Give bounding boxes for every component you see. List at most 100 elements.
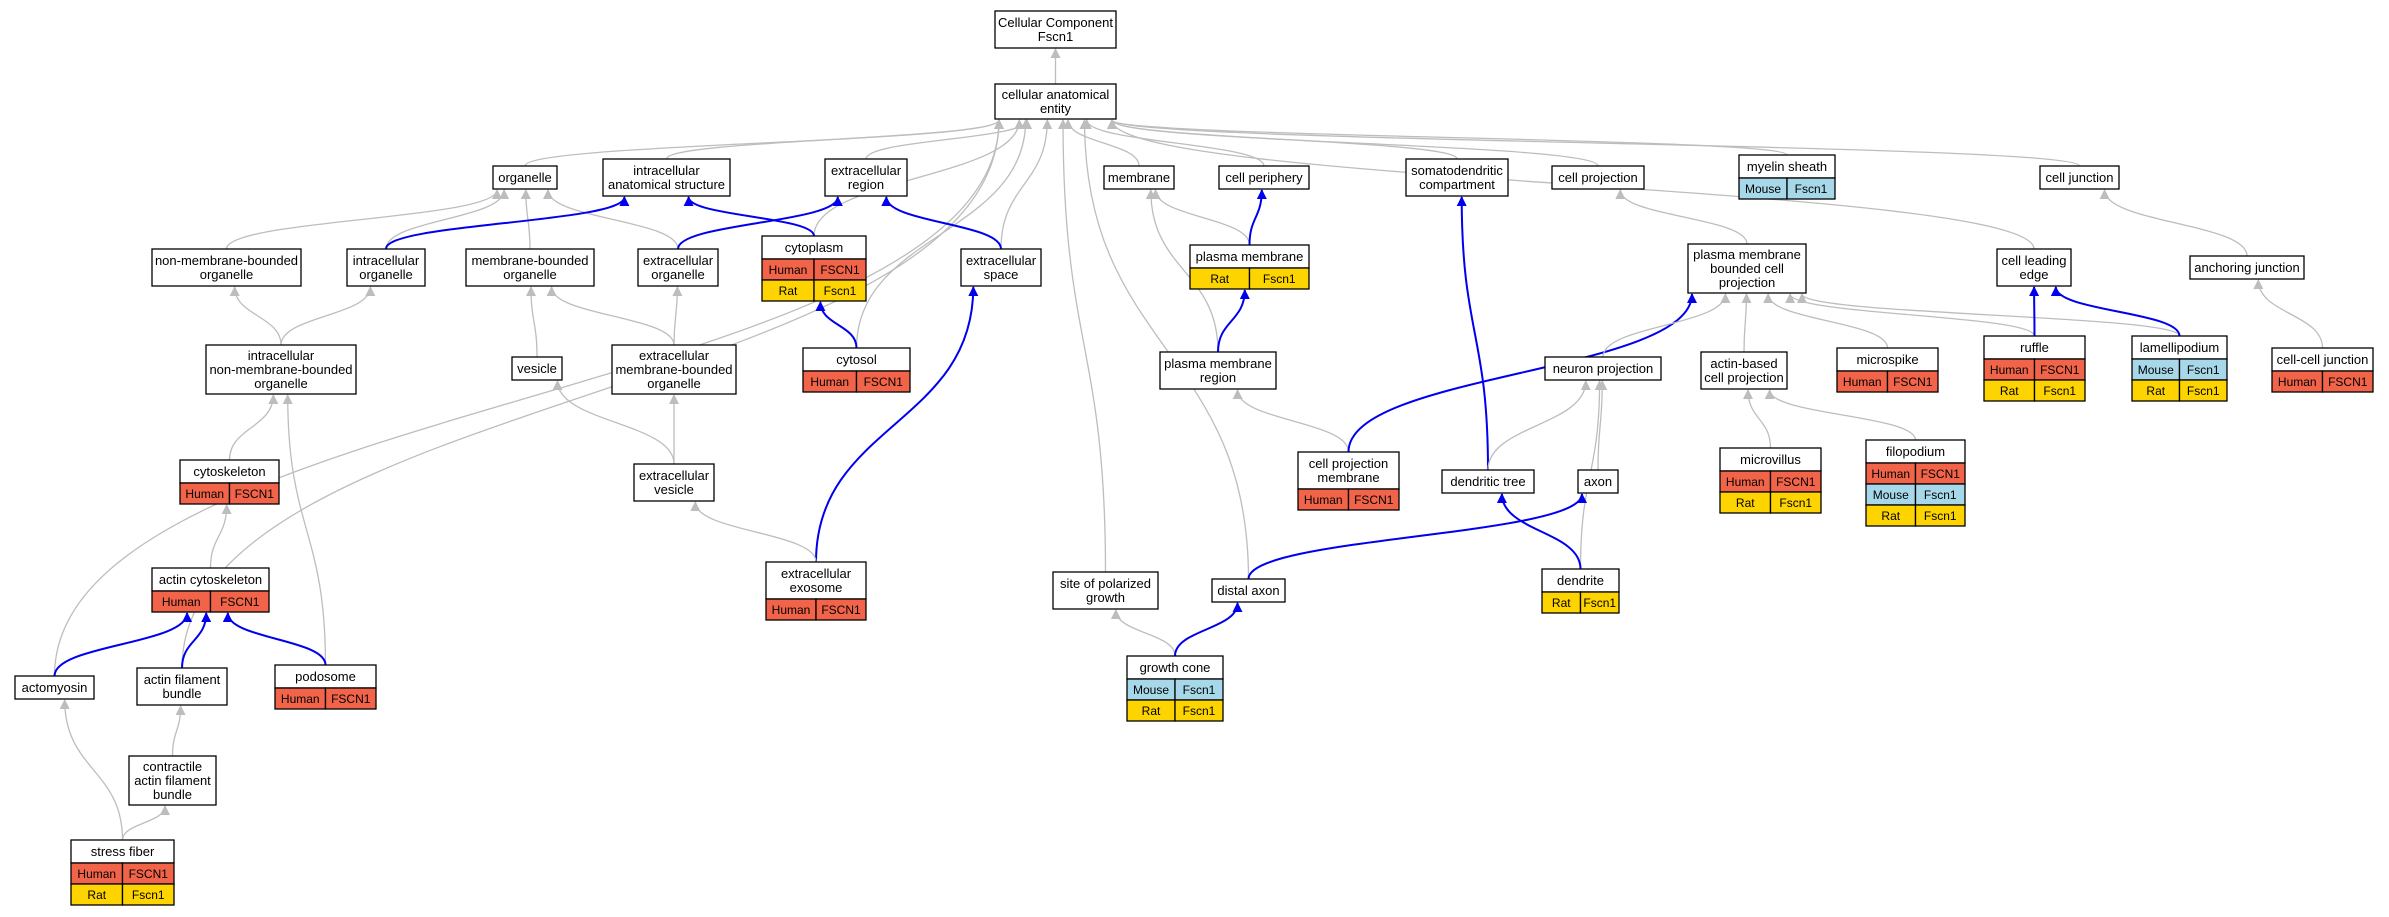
node-membrane[interactable]: membrane	[1103, 165, 1175, 190]
node-label-line: extracellular	[643, 253, 714, 268]
node-distaxon[interactable]: distal axon	[1211, 578, 1286, 603]
edge-ccjunc-to-anchjunc	[2253, 279, 2324, 349]
edge-lamell-to-leadedge	[2050, 286, 2181, 337]
edge-cellperiph-to-cae	[1081, 119, 1265, 167]
gene-label: Fscn1	[1779, 496, 1812, 510]
node-label-line: cytoplasm	[785, 240, 844, 255]
gene-cell	[324, 687, 377, 710]
node-label-line: region	[1200, 370, 1236, 385]
gene-cell	[121, 883, 175, 906]
node-celljunc[interactable]: cell junction	[2039, 165, 2120, 190]
node-box	[633, 463, 715, 502]
node-label-line: bundle	[153, 787, 192, 802]
gene-label: FSCN1	[821, 603, 861, 617]
node-organelle[interactable]: organelle	[492, 165, 558, 190]
node-label-line: podosome	[295, 669, 356, 684]
gene-label: FSCN1	[331, 692, 371, 706]
node-anchjunc[interactable]: anchoring junction	[2189, 255, 2305, 280]
node-label-line: actin filament	[134, 773, 211, 788]
species-label: Rat	[1210, 272, 1229, 286]
node-label-line: cytosol	[836, 352, 877, 367]
node-box	[1544, 356, 1662, 381]
gene-label: Fscn1	[1583, 596, 1616, 610]
edge-cpm-to-pmregion	[1232, 389, 1350, 453]
edge-axon-to-neuronproj	[1597, 380, 1608, 471]
node-label-line: cytoskeleton	[193, 464, 265, 479]
node-label-line: membrane-bounded	[615, 362, 732, 377]
species-label: Rat	[1881, 509, 1900, 523]
node-cellproj[interactable]: cell projection	[1551, 165, 1645, 190]
gene-label: FSCN1	[1354, 493, 1394, 507]
gene-label: FSCN1	[220, 595, 260, 609]
gene-label: Fscn1	[2187, 363, 2220, 377]
node-label-line: vesicle	[517, 361, 557, 376]
gene-cell	[1579, 591, 1620, 614]
node-cellperiph[interactable]: cell periphery	[1218, 165, 1310, 190]
node-label-line: cell leading	[2001, 253, 2066, 268]
edge-exorg-to-organelle	[543, 189, 679, 250]
node-label-line: cell junction	[2046, 170, 2114, 185]
node-label-line: organelle	[647, 376, 701, 391]
species-label: Rat	[87, 888, 106, 902]
edge-polgrowth-to-cae	[1058, 119, 1107, 573]
node-label-line: actin filament	[144, 672, 221, 687]
node-vesicle[interactable]: vesicle	[511, 356, 563, 381]
node-actomyosin[interactable]: actomyosin	[14, 675, 95, 700]
node-label-line: non-membrane-bounded	[155, 253, 298, 268]
gene-label: Fscn1	[1795, 182, 1828, 196]
node-box	[1996, 248, 2072, 287]
edge-exspace-to-exregion	[881, 196, 1002, 250]
edge-stressfiber-to-actomyosin	[59, 699, 124, 841]
node-label-line: intracellular	[633, 163, 700, 178]
node-neuronproj[interactable]: neuron projection	[1544, 356, 1662, 381]
node-axon[interactable]: axon	[1577, 469, 1619, 494]
node-inmbo[interactable]: intracellularnon-membrane-boundedorganel…	[205, 344, 357, 395]
species-label: Human	[772, 603, 811, 617]
node-label-line: exosome	[790, 580, 843, 595]
node-label-line: anchoring junction	[2194, 260, 2300, 275]
edge-organelle-to-cae	[524, 119, 1004, 167]
edge-cytoplasm-to-cae	[813, 119, 1025, 237]
node-dendtree[interactable]: dendritic tree	[1441, 469, 1535, 494]
node-box	[611, 344, 737, 395]
gene-label: FSCN1	[1776, 475, 1816, 489]
node-label-line: membrane	[1317, 470, 1379, 485]
